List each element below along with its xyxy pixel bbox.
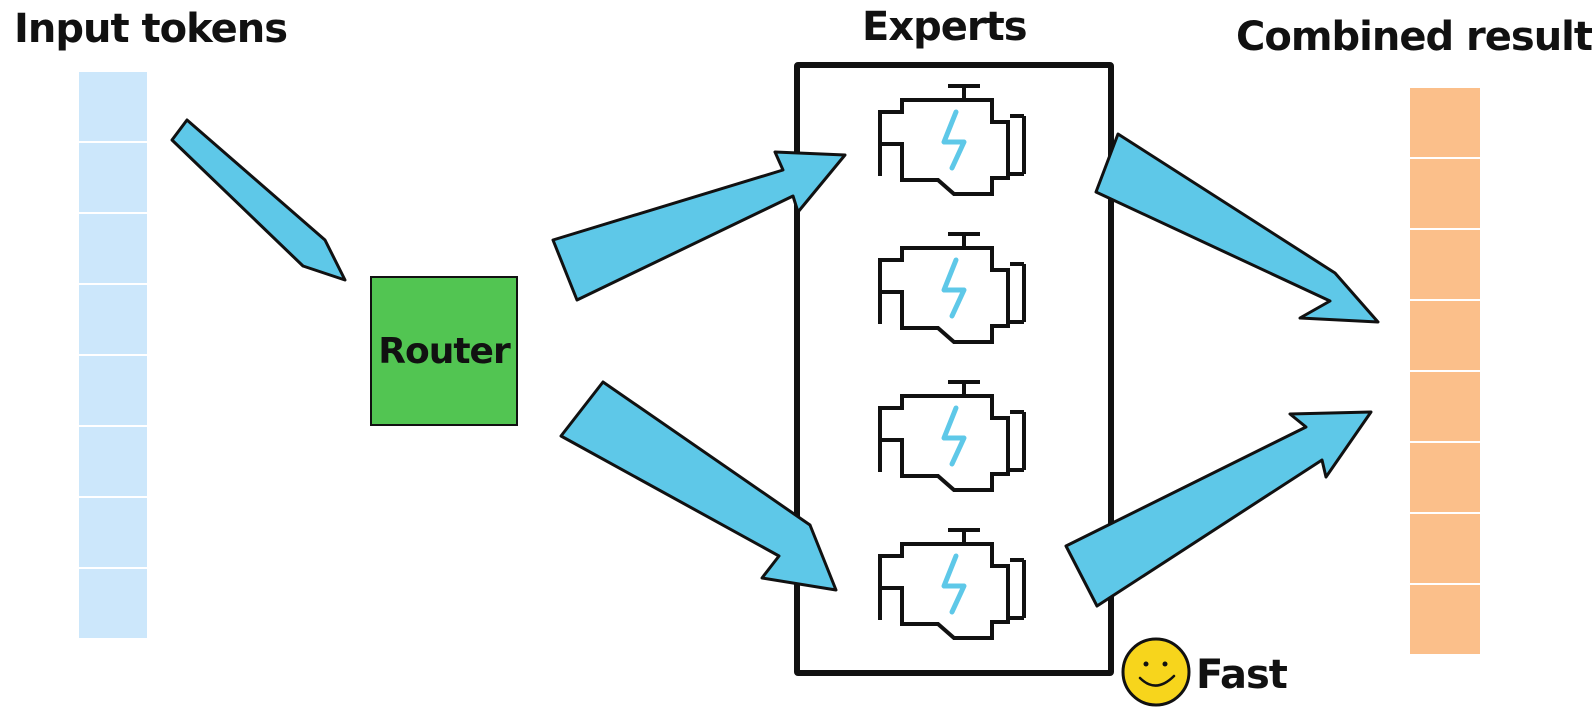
arrow-expert-1-to-results — [1094, 132, 1380, 324]
engine-icon — [878, 528, 1026, 640]
token-cell — [1410, 585, 1480, 656]
token-cell — [79, 498, 147, 569]
token-cell — [1410, 372, 1480, 443]
input-tokens-title: Input tokens — [14, 6, 288, 52]
arrow-router-to-expert-1 — [551, 150, 847, 302]
token-cell — [1410, 230, 1480, 301]
token-cell — [79, 427, 147, 498]
fast-label: Fast — [1196, 652, 1288, 698]
token-cell — [79, 143, 147, 214]
combined-results-stack — [1410, 88, 1480, 656]
experts-box — [794, 62, 1114, 676]
engine-icon — [878, 232, 1026, 344]
smiley-icon — [1121, 637, 1191, 707]
token-cell — [1410, 443, 1480, 514]
token-cell — [79, 72, 147, 143]
input-token-stack — [79, 72, 147, 640]
token-cell — [1410, 159, 1480, 230]
token-cell — [1410, 514, 1480, 585]
router-box: Router — [370, 276, 518, 426]
token-cell — [79, 285, 147, 356]
arrow-router-to-expert-4 — [559, 380, 838, 592]
token-cell — [1410, 88, 1480, 159]
arrow-input-to-router — [170, 118, 347, 282]
token-cell — [1410, 301, 1480, 372]
combined-results-title: Combined results — [1236, 14, 1592, 60]
arrow-expert-4-to-results — [1064, 410, 1373, 608]
engine-icon — [878, 84, 1026, 196]
experts-title: Experts — [862, 4, 1028, 50]
token-cell — [79, 569, 147, 640]
engine-icon — [878, 380, 1026, 492]
token-cell — [79, 214, 147, 285]
token-cell — [79, 356, 147, 427]
router-label: Router — [378, 330, 510, 372]
lightning-bolt-active — [941, 109, 967, 171]
